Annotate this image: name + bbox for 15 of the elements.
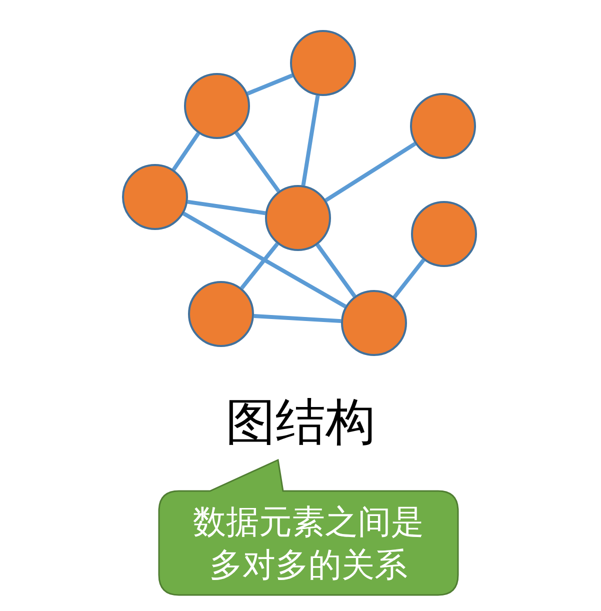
diagram-caption: 图结构 — [226, 393, 376, 451]
vertex-circle — [265, 185, 331, 251]
graph-edge — [234, 132, 280, 192]
graph-edge — [324, 142, 416, 202]
graph-edge — [172, 132, 200, 171]
graph-edge — [392, 258, 426, 298]
graph-edge — [254, 314, 342, 324]
speech-bubble — [158, 459, 459, 596]
graph-edge — [187, 200, 266, 216]
graph-edge — [182, 212, 346, 308]
callout-text: 数据元素之间是多对多的关系 — [192, 500, 425, 586]
graph-edge — [316, 244, 356, 298]
graph-edge — [240, 242, 279, 290]
graph-edge — [246, 74, 294, 96]
graph-edge — [301, 95, 320, 186]
